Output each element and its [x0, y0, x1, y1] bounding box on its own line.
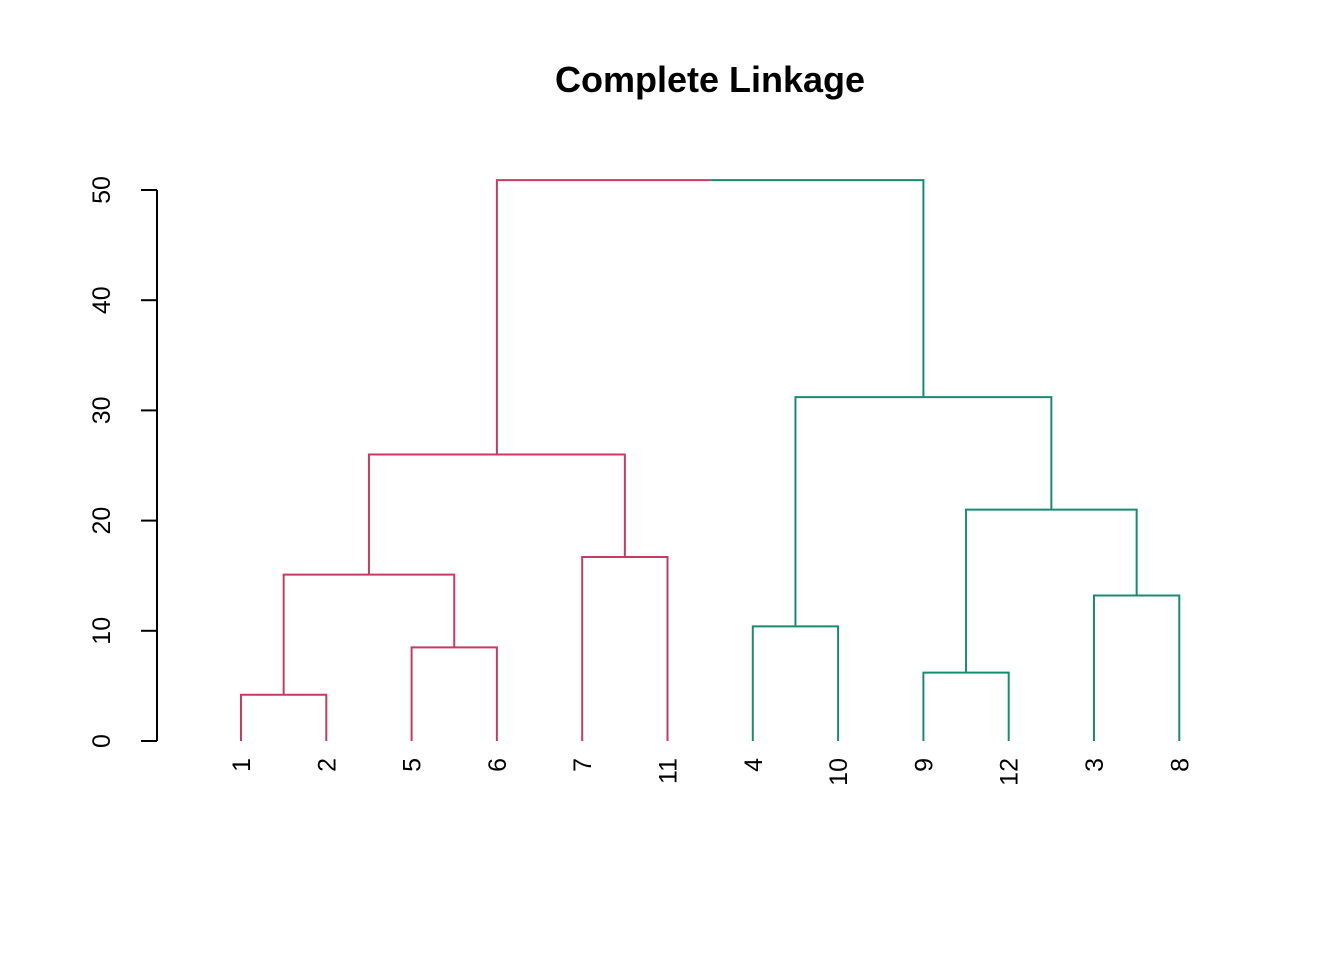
leaf-label: 6	[484, 758, 512, 772]
y-axis: 0 10 20 30 40 50	[88, 176, 158, 748]
leaf-label: 10	[825, 758, 853, 786]
dendrogram-link	[495, 179, 711, 455]
dendrogram-link	[710, 179, 925, 398]
y-tick-label: 10	[88, 617, 116, 645]
leaf-label: 8	[1166, 758, 1194, 772]
dendrogram-link	[240, 693, 328, 741]
dendrogram-link	[282, 573, 456, 695]
dendrogram-link	[410, 646, 498, 741]
chart-title: Complete Linkage	[555, 59, 865, 100]
y-tick-label: 40	[88, 286, 116, 314]
y-tick-label: 30	[88, 396, 116, 424]
leaf-label: 5	[399, 758, 427, 772]
dendrogram-link	[751, 625, 840, 741]
y-tick-label: 20	[88, 507, 116, 535]
y-tick-label: 50	[88, 176, 116, 204]
dendrogram-link	[794, 396, 1053, 627]
leaf-label: 11	[655, 758, 683, 784]
dendrogram-link	[965, 508, 1138, 673]
leaf-label: 4	[740, 758, 768, 772]
y-tick-label: 0	[88, 734, 116, 748]
leaf-label: 3	[1081, 758, 1109, 772]
leaf-label: 1	[228, 758, 256, 772]
leaf-label: 12	[996, 758, 1024, 786]
leaf-label: 2	[313, 758, 341, 772]
dendrogram-link	[581, 555, 669, 741]
leaf-label: 7	[569, 758, 597, 772]
dendrogram-links	[240, 179, 1181, 741]
dendrogram-link	[922, 671, 1010, 741]
leaf-label: 9	[910, 758, 938, 772]
dendrogram-link	[1093, 594, 1181, 741]
